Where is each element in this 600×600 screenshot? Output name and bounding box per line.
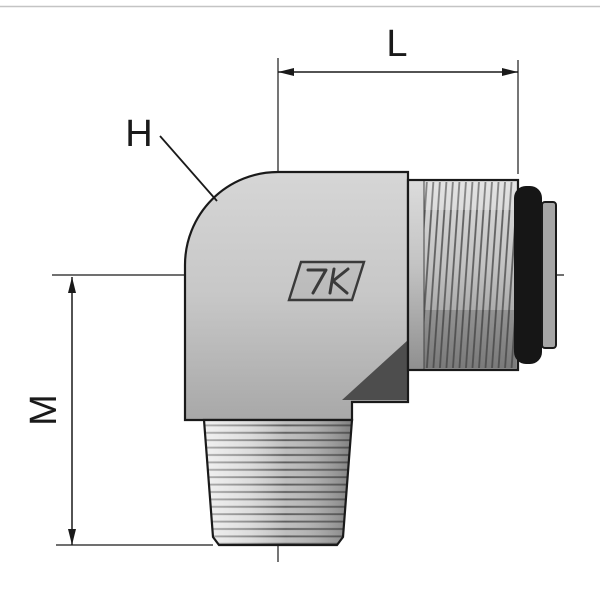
dimension-m-arrow-bottom: [68, 529, 76, 545]
brand-stamp: [287, 260, 366, 302]
fitting: [183, 170, 557, 547]
dimension-l-arrow-right: [502, 68, 518, 76]
dimension-m-label: M: [23, 394, 65, 426]
brand-stamp-border: [287, 260, 366, 302]
dimension-m: M: [23, 277, 213, 546]
male-thread-port-right: [406, 178, 557, 372]
dimension-l: L: [278, 23, 519, 174]
dimension-m-arrow-top: [68, 277, 76, 293]
chamfer-shadow: [342, 340, 408, 400]
dimension-l-arrow-left: [278, 68, 294, 76]
elbow-body: [185, 172, 408, 420]
port-right-shade: [424, 310, 516, 368]
brand-stamp-glyph-1: [306, 268, 328, 295]
port-right-threads: [424, 182, 516, 368]
port-bottom-shine: [204, 420, 352, 545]
port-right-highlight: [424, 182, 516, 210]
male-thread-port-bottom: [202, 418, 354, 547]
elbow-body-outline: [183, 170, 410, 422]
label-h-text: H: [125, 113, 152, 155]
label-h: H: [125, 113, 218, 202]
label-h-leader: [159, 135, 218, 202]
brand-stamp-glyph-2: [328, 267, 350, 295]
port-bottom-outline: [202, 418, 354, 547]
end-cap: [541, 201, 557, 349]
o-ring: [514, 186, 542, 364]
dimension-l-label: L: [386, 23, 407, 65]
